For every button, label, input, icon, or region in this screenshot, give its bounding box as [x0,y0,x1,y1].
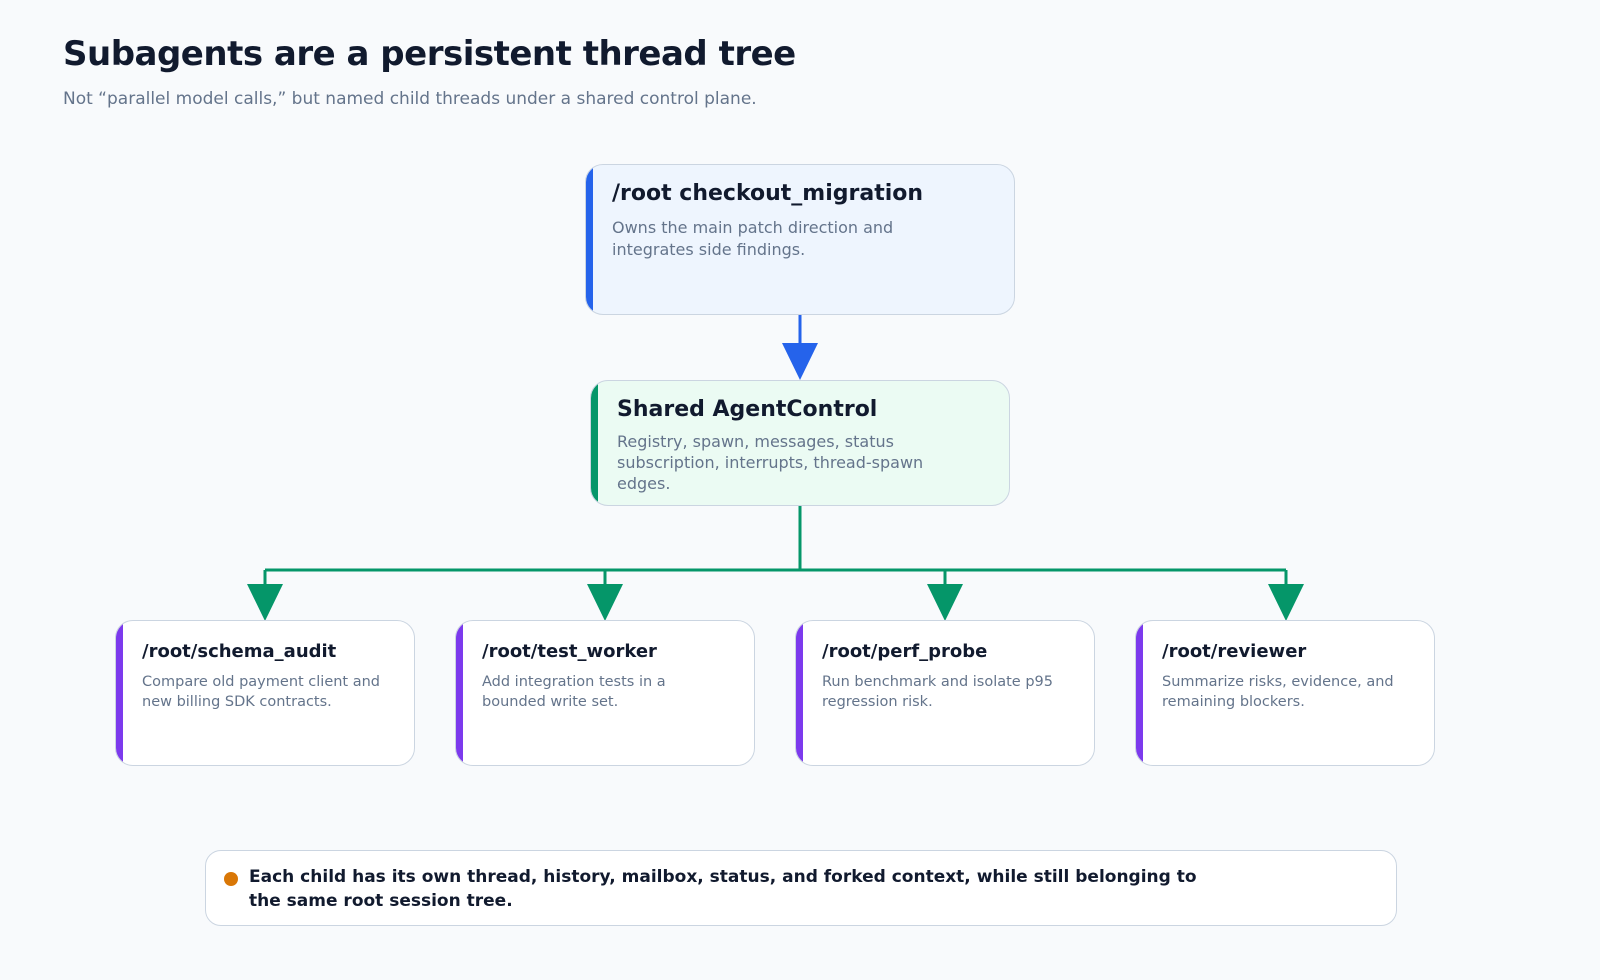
root-thread-description: Owns the main patch direction and integr… [612,218,894,259]
root-to-control-arrowhead [782,343,818,380]
note-bullet-dot [224,872,238,886]
child-accent-bar [116,621,123,765]
branch-arrowhead-4 [1268,584,1304,621]
summary-note: Each child has its own thread, history, … [205,850,1397,926]
child-node-perf-probe: /root/perf_probe Run benchmark and isola… [795,620,1095,766]
child-node-description: Add integration tests in a bounded write… [482,674,666,710]
branch-arrowhead-1 [247,584,283,621]
root-accent-bar [586,165,593,314]
child-node-test-worker: /root/test_worker Add integration tests … [455,620,755,766]
child-accent-bar [456,621,463,765]
agent-control-description: Registry, spawn, messages, status subscr… [617,432,924,493]
child-accent-bar [1136,621,1143,765]
child-node-description: Run benchmark and isolate p95 regression… [822,674,1053,710]
child-node-description: Summarize risks, evidence, and remaining… [1162,674,1394,710]
agent-control-node: Shared AgentControl Registry, spawn, mes… [590,380,1010,506]
branch-arrowhead-3 [927,584,963,621]
summary-note-text: Each child has its own thread, history, … [249,867,1197,911]
branch-arrowhead-2 [587,584,623,621]
root-thread-title: /root checkout_migration [612,181,924,206]
page-subtitle: Not “parallel model calls,” but named ch… [63,89,757,109]
control-accent-bar [591,381,598,505]
child-node-title: /root/test_worker [482,641,657,662]
page-title: Subagents are a persistent thread tree [63,34,796,74]
child-node-schema-audit: /root/schema_audit Compare old payment c… [115,620,415,766]
root-thread-node: /root checkout_migration Owns the main p… [585,164,1015,315]
agent-control-title: Shared AgentControl [617,397,878,422]
child-node-description: Compare old payment client and new billi… [142,674,381,710]
child-accent-bar [796,621,803,765]
child-node-title: /root/reviewer [1162,641,1307,662]
child-node-title: /root/schema_audit [142,641,337,662]
child-node-reviewer: /root/reviewer Summarize risks, evidence… [1135,620,1435,766]
child-node-title: /root/perf_probe [822,641,988,662]
